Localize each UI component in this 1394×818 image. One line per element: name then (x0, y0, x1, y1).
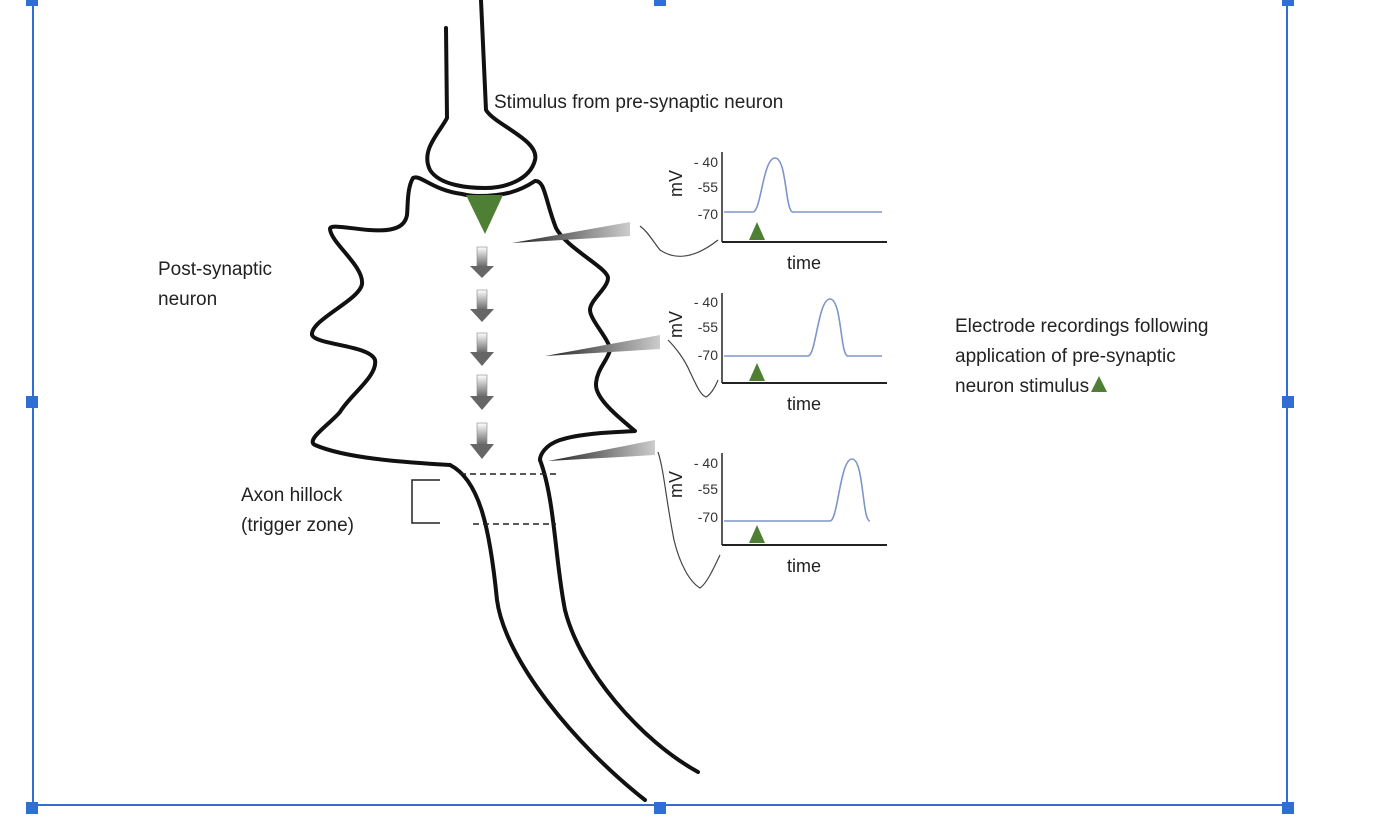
tick-label: - 40 (694, 455, 718, 471)
y-axis-unit: mV (666, 471, 686, 498)
probe-callout-1 (639, 225, 719, 257)
resize-handle-top-left[interactable] (26, 0, 38, 6)
signal-arrow (470, 289, 494, 322)
resize-handle-top-right[interactable] (1282, 0, 1294, 6)
stimulus-marker (749, 363, 765, 381)
post-synaptic-label-line2: neuron (158, 289, 218, 310)
electrode-probe-3 (548, 440, 655, 461)
signal-arrows (470, 246, 494, 459)
recording-graph-3: mV - 40 -55 -70 time (666, 453, 887, 576)
resize-handle-top-center[interactable] (654, 0, 666, 6)
resize-handle-bottom-center[interactable] (654, 802, 666, 814)
stimulus-marker-icon (1091, 376, 1108, 392)
stimulus-marker (749, 525, 765, 543)
signal-arrow (470, 332, 494, 366)
electrode-caption-line1: Electrode recordings following (955, 316, 1209, 337)
resize-handle-bottom-left[interactable] (26, 802, 38, 814)
x-axis-label: time (787, 394, 821, 414)
resize-handle-middle-right[interactable] (1282, 396, 1294, 408)
stimulus-triangle (466, 195, 503, 234)
y-axis-unit: mV (666, 311, 686, 338)
tick-label: - 40 (694, 294, 718, 310)
resize-handle-bottom-right[interactable] (1282, 802, 1294, 814)
electrode-caption-line2: application of pre-synaptic (955, 346, 1176, 367)
recording-graph-1: mV - 40 -55 -70 time (666, 152, 887, 273)
signal-arrow (470, 422, 494, 459)
post-synaptic-label-line1: Post-synaptic (158, 259, 273, 280)
electrode-caption-text: neuron stimulus (955, 376, 1090, 397)
tick-label: -55 (698, 481, 718, 497)
axon-left-edge (448, 463, 647, 802)
signal-arrow (470, 374, 494, 410)
axon-hillock-label-line2: (trigger zone) (241, 515, 354, 536)
y-axis-unit: mV (666, 170, 686, 197)
tick-label: -55 (698, 179, 718, 195)
signal-arrow (470, 246, 494, 278)
tick-label: -70 (698, 347, 718, 363)
probe-callout-2 (667, 339, 719, 398)
tick-label: -70 (698, 509, 718, 525)
x-axis-label: time (787, 253, 821, 273)
voltage-trace (724, 298, 882, 357)
voltage-trace (724, 458, 871, 522)
postsynaptic-neuron-body (310, 175, 637, 467)
tick-label: -55 (698, 319, 718, 335)
stimulus-label: Stimulus from pre-synaptic neuron (494, 92, 784, 113)
electrode-probe-2 (545, 335, 660, 356)
axon-hillock-bracket (411, 479, 440, 524)
probe-callout-3 (657, 451, 721, 589)
resize-handle-middle-left[interactable] (26, 396, 38, 408)
electrode-probe-1 (512, 222, 630, 243)
tick-label: -70 (698, 206, 718, 222)
graphs: mV - 40 -55 -70 time mV - 40 -55 -70 time mV - 40 -5… (666, 152, 887, 576)
electrode-caption-line3: neuron stimulus (955, 372, 1108, 402)
axon-hillock-label-line1: Axon hillock (241, 485, 343, 506)
stimulus-marker (749, 222, 765, 240)
axon-right-edge (538, 458, 700, 774)
voltage-trace (724, 157, 882, 213)
x-axis-label: time (787, 556, 821, 576)
presynaptic-terminal (425, 0, 538, 190)
recording-graph-2: mV - 40 -55 -70 time (666, 293, 887, 414)
tick-label: - 40 (694, 154, 718, 170)
